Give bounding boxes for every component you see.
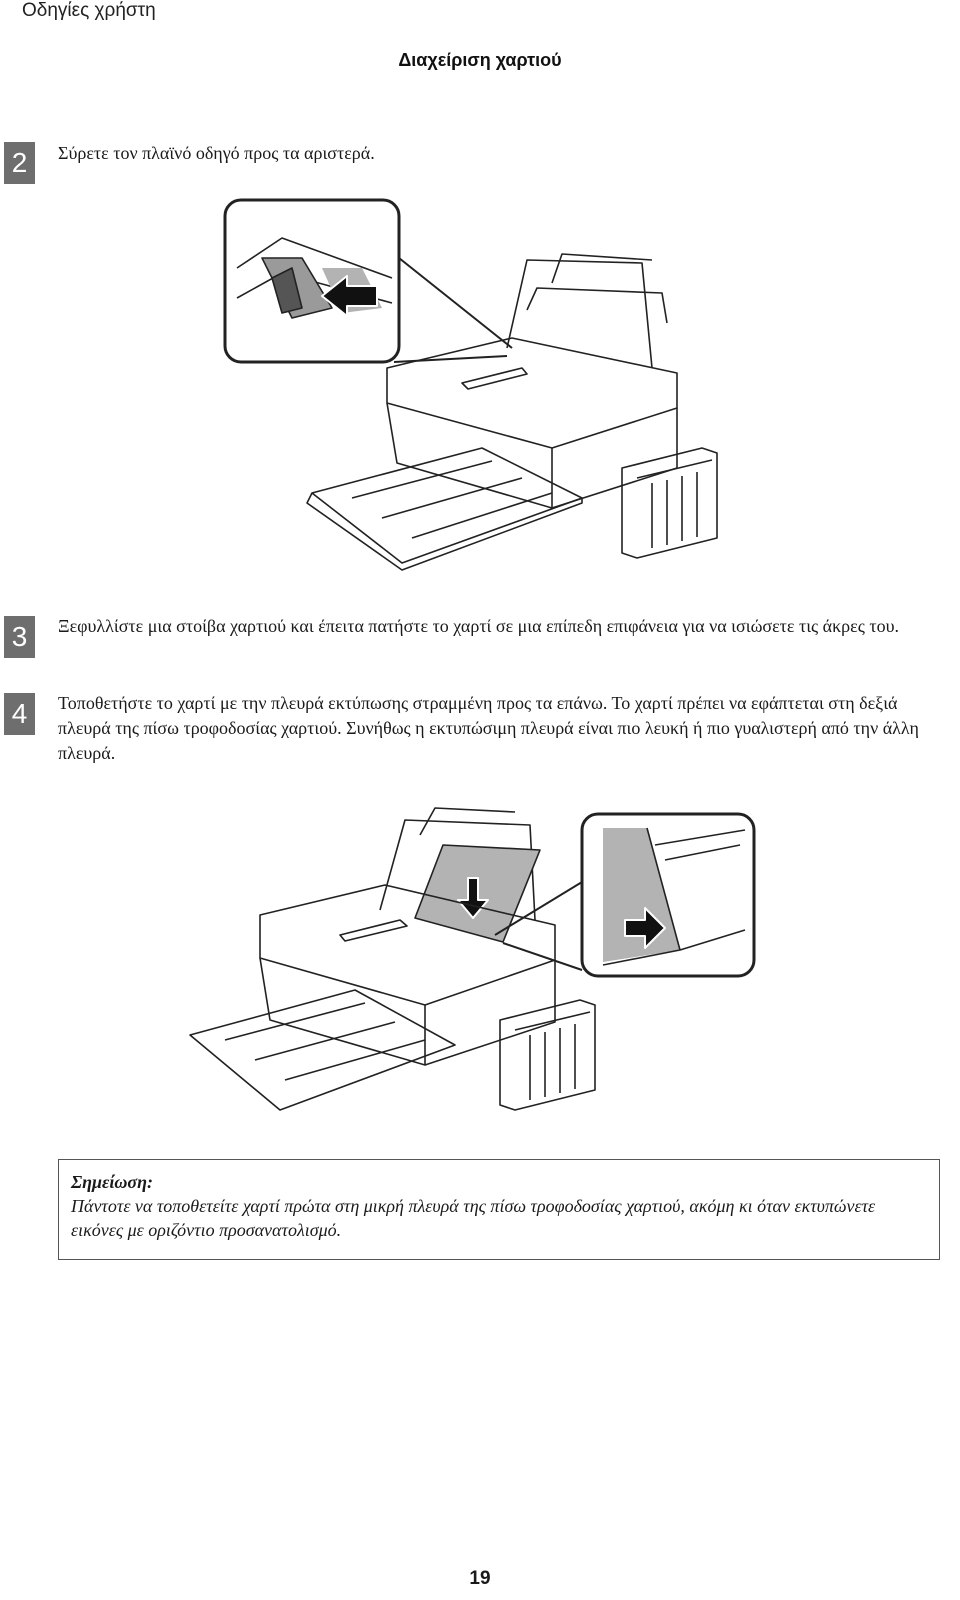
guide-title: Οδηγίες χρήστη: [22, 0, 156, 21]
step-text-3: Ξεφυλλίστε μια στοίβα χαρτιού και έπειτα…: [58, 616, 899, 636]
printer-slide-guide-left-illustration: [223, 198, 718, 571]
step-number-4: 4: [4, 693, 35, 735]
step-text-4: Τοποθετήστε το χαρτί με την πλευρά εκτύπ…: [58, 693, 919, 763]
page-number: 19: [469, 1568, 491, 1589]
printer-load-paper-illustration: [189, 807, 756, 1111]
note-box: Σημείωση: Πάντοτε να τοποθετείτε χαρτί π…: [58, 1159, 940, 1260]
step-number-2: 2: [4, 142, 35, 184]
step-text-2: Σύρετε τον πλαϊνό οδηγό προς τα αριστερά…: [58, 143, 375, 163]
section-title: Διαχείριση χαρτιού: [398, 50, 562, 70]
note-body: Πάντοτε να τοποθετείτε χαρτί πρώτα στη μ…: [71, 1196, 876, 1240]
note-title: Σημείωση:: [71, 1172, 154, 1192]
step-number-3: 3: [4, 616, 35, 658]
